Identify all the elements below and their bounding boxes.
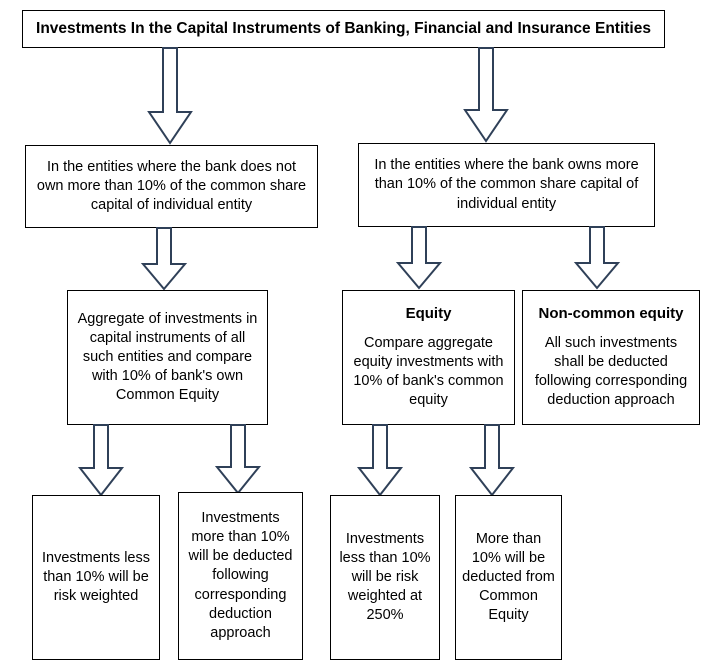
arrow-equity-to-leaf4 — [468, 424, 516, 497]
level2-right-text: In the entities where the bank owns more… — [374, 157, 639, 212]
leaf-4-text: More than 10% will be deducted from Comm… — [462, 530, 555, 624]
noncommon-equity-text: All such investments shall be deducted f… — [534, 335, 688, 409]
flowchart-node-level2-left: In the entities where the bank does not … — [25, 145, 318, 228]
leaf-2-text: Investments more than 10% will be deduct… — [188, 509, 293, 642]
flowchart-node-leaf-1: Investments less than 10% will be risk w… — [32, 495, 160, 660]
arrow-title-to-level2-right — [463, 47, 509, 143]
arrow-level2right-to-noncommon — [573, 226, 621, 290]
arrow-title-to-level2-left — [147, 47, 193, 145]
flowchart-node-leaf-4: More than 10% will be deducted from Comm… — [455, 495, 562, 660]
leaf-3-text: Investments less than 10% will be risk w… — [339, 530, 431, 624]
title-text: Investments In the Capital Instruments o… — [36, 19, 651, 37]
flowchart-node-title: Investments In the Capital Instruments o… — [22, 10, 665, 48]
leaf-1-text: Investments less than 10% will be risk w… — [42, 549, 150, 605]
equity-heading: Equity — [405, 305, 452, 322]
flowchart-node-leaf-2: Investments more than 10% will be deduct… — [178, 492, 303, 660]
flowchart-node-aggregate: Aggregate of investments in capital inst… — [67, 290, 268, 425]
arrow-equity-to-leaf3 — [356, 424, 404, 497]
flowchart-node-equity: Equity Compare aggregate equity investme… — [342, 290, 515, 425]
equity-text: Compare aggregate equity investments wit… — [353, 335, 504, 409]
flowchart-node-noncommon-equity: Non-common equity All such investments s… — [522, 290, 700, 425]
arrow-aggregate-to-leaf2 — [214, 424, 262, 495]
aggregate-text: Aggregate of investments in capital inst… — [77, 310, 258, 404]
flowchart-node-level2-right: In the entities where the bank owns more… — [358, 143, 655, 227]
arrow-level2left-to-aggregate — [140, 227, 188, 291]
noncommon-equity-heading: Non-common equity — [538, 305, 684, 322]
arrow-aggregate-to-leaf1 — [77, 424, 125, 497]
flowchart-node-leaf-3: Investments less than 10% will be risk w… — [330, 495, 440, 660]
level2-left-text: In the entities where the bank does not … — [36, 158, 307, 214]
arrow-level2right-to-equity — [395, 226, 443, 290]
